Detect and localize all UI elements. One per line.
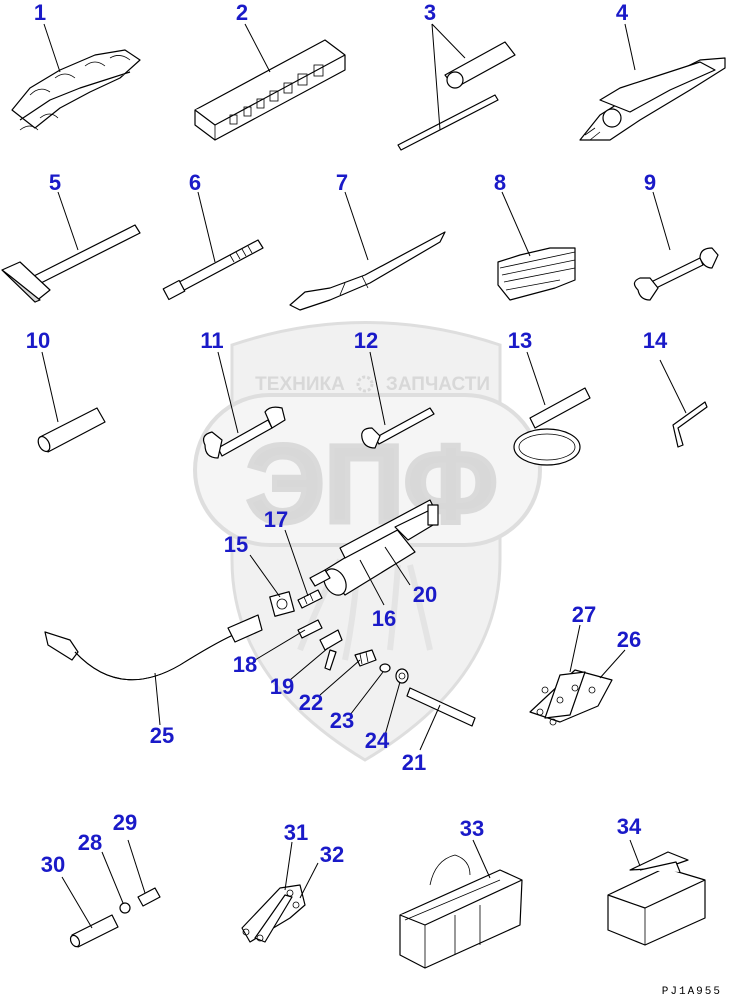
part-4-pliers — [579, 57, 726, 141]
part-3-screwdriver — [397, 41, 516, 151]
part-18-nipple — [297, 619, 323, 639]
callout-27[interactable]: 27 — [572, 602, 596, 627]
callout-5[interactable]: 5 — [49, 170, 61, 195]
part-6-extension-bar — [162, 239, 264, 301]
callout-22[interactable]: 22 — [299, 690, 323, 715]
part-20-grease-gun — [309, 499, 439, 596]
callout-26[interactable]: 26 — [617, 627, 641, 652]
part-7-pry-bar — [289, 231, 446, 311]
part-11-wrench — [202, 406, 286, 459]
callout-25[interactable]: 25 — [150, 723, 174, 748]
drawing-code: PJ1A955 — [662, 986, 722, 998]
leader-lines — [41, 23, 687, 929]
part-9-open-wrench — [633, 247, 719, 301]
part-2-socket-set — [194, 39, 346, 141]
callout-4[interactable]: 4 — [616, 0, 629, 25]
part-22-fitting — [354, 649, 377, 667]
callout-14[interactable]: 14 — [643, 328, 668, 353]
watermark: ТЕХНИКА ЗАПЧАСТИ ЭПФ — [193, 321, 542, 762]
part-13-filter-wrench — [513, 387, 591, 466]
callout-34[interactable]: 34 — [617, 814, 642, 839]
watermark-logo: ЭПФ — [246, 423, 497, 546]
part-31-32-plate — [241, 884, 306, 943]
callout-8[interactable]: 8 — [494, 170, 506, 195]
watermark-line2: ЗАПЧАСТИ — [386, 374, 490, 395]
callout-15[interactable]: 15 — [224, 532, 248, 557]
callout-12[interactable]: 12 — [354, 328, 378, 353]
part-17-nozzle — [297, 589, 323, 609]
callout-30[interactable]: 30 — [41, 852, 65, 877]
part-34-tool-box — [607, 851, 706, 946]
gear-icon — [356, 375, 374, 393]
callout-23[interactable]: 23 — [330, 708, 354, 733]
part-19-adapter — [319, 629, 343, 671]
callout-19[interactable]: 19 — [270, 674, 294, 699]
part-12-wrench — [361, 407, 435, 449]
callout-33[interactable]: 33 — [460, 816, 484, 841]
callout-20[interactable]: 20 — [413, 582, 437, 607]
callout-11[interactable]: 11 — [200, 328, 223, 353]
callout-17[interactable]: 17 — [264, 507, 288, 532]
callout-1[interactable]: 1 — [34, 0, 46, 25]
callout-21[interactable]: 21 — [402, 750, 426, 775]
part-25-hose — [44, 614, 263, 681]
part-23-washer — [379, 663, 391, 673]
part-5-hammer — [1, 224, 141, 303]
callout-31[interactable]: 31 — [284, 820, 308, 845]
callout-29[interactable]: 29 — [113, 810, 137, 835]
watermark-line1: ТЕХНИКА — [255, 374, 345, 395]
callout-32[interactable]: 32 — [320, 842, 344, 867]
callout-3[interactable]: 3 — [424, 0, 436, 25]
callout-18[interactable]: 18 — [233, 652, 257, 677]
callout-28[interactable]: 28 — [78, 830, 102, 855]
callout-10[interactable]: 10 — [26, 328, 50, 353]
callout-13[interactable]: 13 — [508, 328, 532, 353]
part-28-30-fittings — [69, 887, 161, 948]
callout-9[interactable]: 9 — [644, 170, 656, 195]
part-24-nut — [395, 668, 409, 684]
callout-24[interactable]: 24 — [365, 728, 390, 753]
part-26-27-brackets — [529, 669, 613, 726]
callout-7[interactable]: 7 — [336, 170, 348, 195]
part-1-wrench-set — [11, 49, 141, 131]
part-21-pipe — [406, 687, 476, 727]
callout-6[interactable]: 6 — [189, 170, 201, 195]
part-10-socket — [37, 407, 106, 453]
part-33-tool-bag — [399, 854, 523, 969]
callout-2[interactable]: 2 — [236, 0, 248, 25]
part-15-coupler — [269, 591, 295, 617]
callouts: 1 2 3 4 5 6 7 8 9 10 11 12 13 14 15 16 1… — [26, 0, 668, 877]
callout-16[interactable]: 16 — [372, 606, 396, 631]
part-8-feeler-gauge — [497, 247, 576, 301]
part-14-hex-key — [672, 401, 708, 448]
